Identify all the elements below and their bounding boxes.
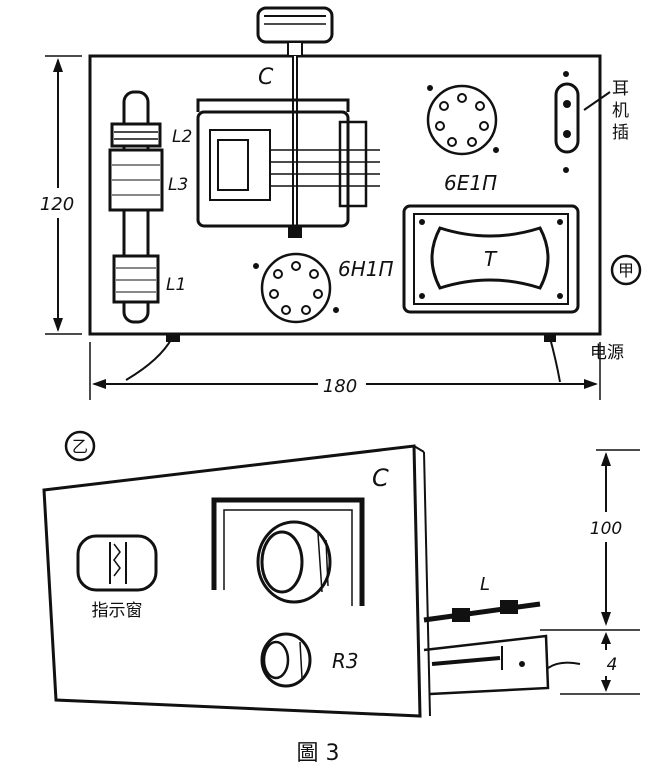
width-dimension: 180 <box>89 342 601 400</box>
top-view: 120 180 L <box>40 6 642 400</box>
potentiometer-label: R3 <box>332 649 359 673</box>
marker-top-view: 甲 <box>610 254 642 286</box>
capacitor-label: C <box>258 65 274 90</box>
height-label: 120 <box>40 194 74 215</box>
tube-socket-top: 6E1П <box>426 84 499 195</box>
coil-l3-label: L3 <box>168 175 188 195</box>
tube-top-label: 6E1П <box>444 171 497 195</box>
coil-l1-label: L1 <box>166 275 186 295</box>
tuning-knob <box>256 6 334 57</box>
power-cords: 电源 <box>125 334 624 383</box>
coil-l1 <box>112 254 160 304</box>
height-dimension: 120 <box>40 55 82 335</box>
power-label: 电源 <box>590 343 624 363</box>
potentiometer-knob[interactable]: R3 <box>260 632 359 688</box>
side-coil-label: L <box>480 574 490 595</box>
front-dimensions: 100 4 <box>540 449 640 695</box>
tube-bottom-label: 6H1П <box>338 257 394 281</box>
earphone-jack-char-2: 机 <box>612 101 629 121</box>
coil-l2-label: L2 <box>172 127 192 147</box>
tuning-eye: T <box>402 204 580 314</box>
front-small-label: 4 <box>607 655 618 675</box>
coil-l2 <box>110 122 162 148</box>
coil-assembly: L2 L3 L1 <box>108 90 192 324</box>
marker-front-label: 乙 <box>72 437 88 456</box>
tube-socket-bottom: 6H1П <box>253 252 394 324</box>
earphone-jack-char-1: 耳 <box>612 79 629 99</box>
front-capacitor: C <box>211 464 389 606</box>
chassis-outline <box>88 54 602 336</box>
marker-front-view: 乙 <box>64 430 96 462</box>
earphone-jack-char-3: 插 <box>612 123 629 143</box>
front-height-label: 100 <box>590 519 622 539</box>
width-label: 180 <box>323 376 357 397</box>
variable-capacitor: C <box>196 65 380 238</box>
indicator-window-label: 指示窗 <box>92 601 143 621</box>
earphone-jack[interactable]: 耳 机 插 <box>554 71 629 173</box>
marker-top-label: 甲 <box>618 261 634 280</box>
figure-caption: 圖 3 <box>297 741 340 766</box>
front-panel <box>42 444 422 718</box>
tuning-eye-label: T <box>484 247 498 271</box>
indicator-window: 指示窗 <box>76 534 158 621</box>
side-coil: L <box>423 574 581 696</box>
front-capacitor-label: C <box>372 464 389 492</box>
front-view: 乙 指示窗 C R3 <box>42 430 640 718</box>
